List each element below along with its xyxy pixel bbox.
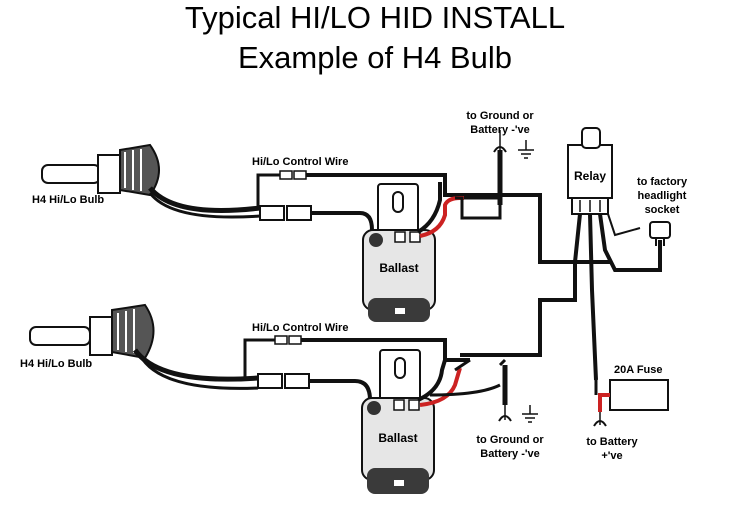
battery-label-line1: to Battery [586,436,638,448]
ground-bottom-label-line1: to Ground or [476,434,544,446]
ground-top-label-line2: Battery -'ve [470,124,530,136]
control-wire-top-label: Hi/Lo Control Wire [252,156,349,168]
bulb-bottom [29,303,155,360]
ground-top-label-line1: to Ground or [466,110,534,122]
fuse-label: 20A Fuse [614,364,663,376]
diagram-subtitle: Example of H4 Bulb [238,40,512,75]
relay [567,127,613,215]
bulb-top-label: H4 Hi/Lo Bulb [32,194,105,206]
ground-bottom-label-line2: Battery -'ve [480,448,540,460]
ground-symbol-top [518,140,534,159]
ballast-bottom-label: Ballast [378,431,417,445]
fuse [593,379,669,427]
factory-socket [649,221,671,246]
ballast-bottom [361,349,435,494]
bulb-bottom-label: H4 Hi/Lo Bulb [20,358,93,370]
factory-label-line3: socket [644,204,680,216]
ballast-top-label: Ballast [379,261,418,275]
factory-label-line2: headlight [637,190,687,202]
ground-symbol-bottom [522,405,538,423]
control-wire-bottom-label: Hi/Lo Control Wire [252,322,349,334]
diagram-title: Typical HI/LO HID INSTALL [184,0,566,35]
factory-label-line1: to factory [636,176,688,188]
battery-label-line2: +'ve [601,450,623,462]
ballast-top [362,183,436,322]
bulb-top [41,143,160,197]
relay-label: Relay [574,169,606,183]
